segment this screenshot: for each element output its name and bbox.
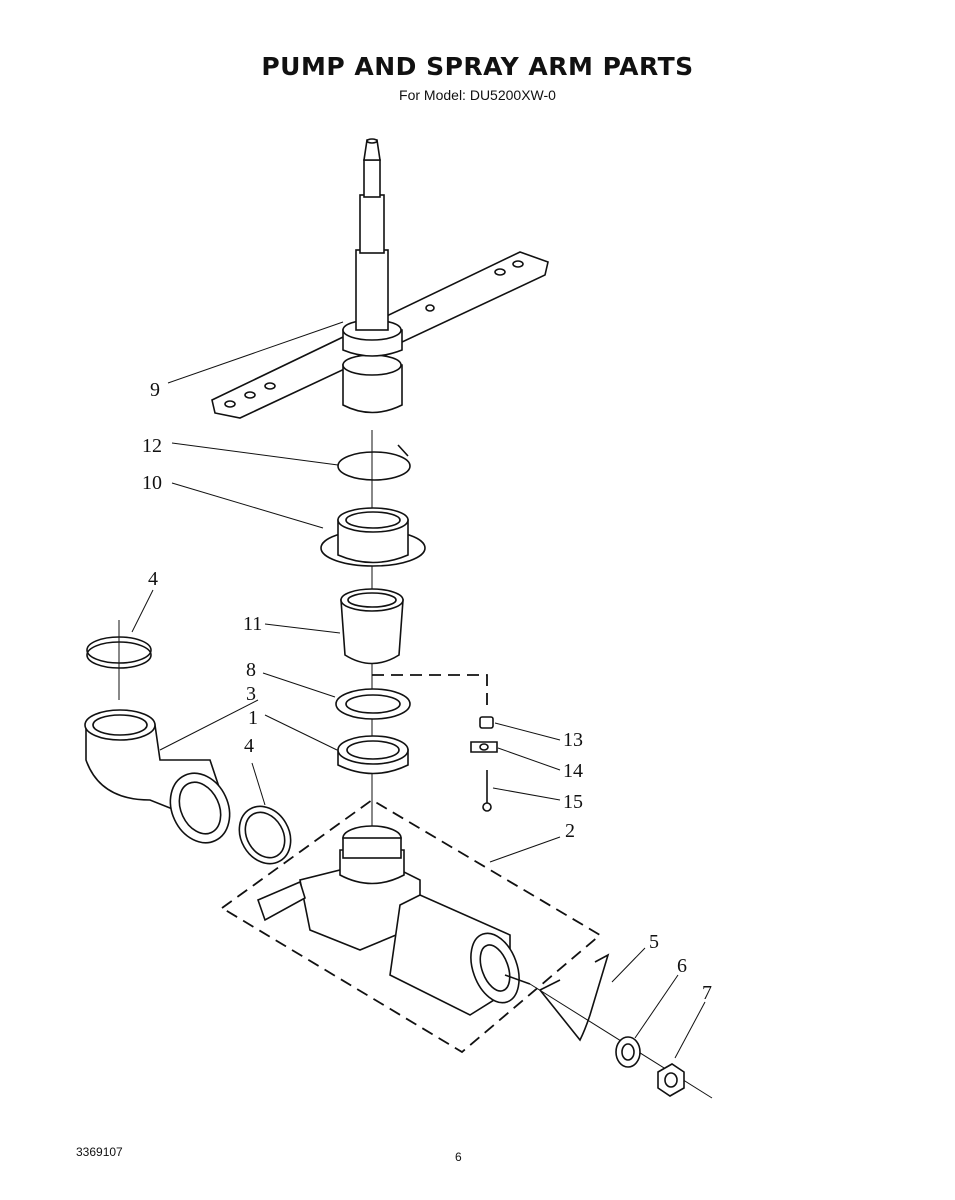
callout-13: 13 (563, 729, 583, 751)
gasket-8 (335, 688, 411, 720)
wire-bracket-5 (538, 953, 610, 1042)
callout-8: 8 (246, 659, 256, 681)
callout-1: 1 (248, 707, 258, 729)
callout-15: 15 (563, 791, 583, 813)
filter-cup-11 (340, 588, 404, 665)
callout-5: 5 (649, 931, 659, 953)
model-subtitle: For Model: DU5200XW-0 (399, 87, 556, 103)
callout-10: 10 (142, 472, 162, 494)
nut-7 (657, 1063, 685, 1097)
callout-4b: 4 (244, 735, 254, 757)
page-number: 6 (455, 1150, 462, 1164)
bushing-6 (615, 1036, 641, 1068)
hose-clamp-upper-4 (86, 620, 152, 700)
callout-6: 6 (677, 955, 687, 977)
seal-1 (337, 735, 409, 775)
hose-clamp-lower-4 (238, 805, 292, 865)
spray-arm-assembly (211, 138, 549, 419)
hardware-13-14-15 (372, 674, 498, 812)
spray-arm-housing-10 (320, 507, 426, 567)
document-number: 3369107 (76, 1145, 123, 1159)
page-title: PUMP AND SPRAY ARM PARTS (261, 52, 694, 81)
retaining-ring-12 (337, 444, 411, 481)
drain-elbow-3 (84, 709, 231, 844)
callout-11: 11 (243, 613, 262, 635)
callout-2: 2 (565, 820, 575, 842)
callout-3: 3 (246, 683, 256, 705)
callout-9: 9 (150, 379, 160, 401)
leader-lines (131, 321, 706, 1059)
pump-motor-assembly-2 (220, 798, 713, 1099)
callout-14: 14 (563, 760, 583, 782)
callout-7: 7 (702, 982, 712, 1004)
callout-4a: 4 (148, 568, 158, 590)
callout-12: 12 (142, 435, 162, 457)
